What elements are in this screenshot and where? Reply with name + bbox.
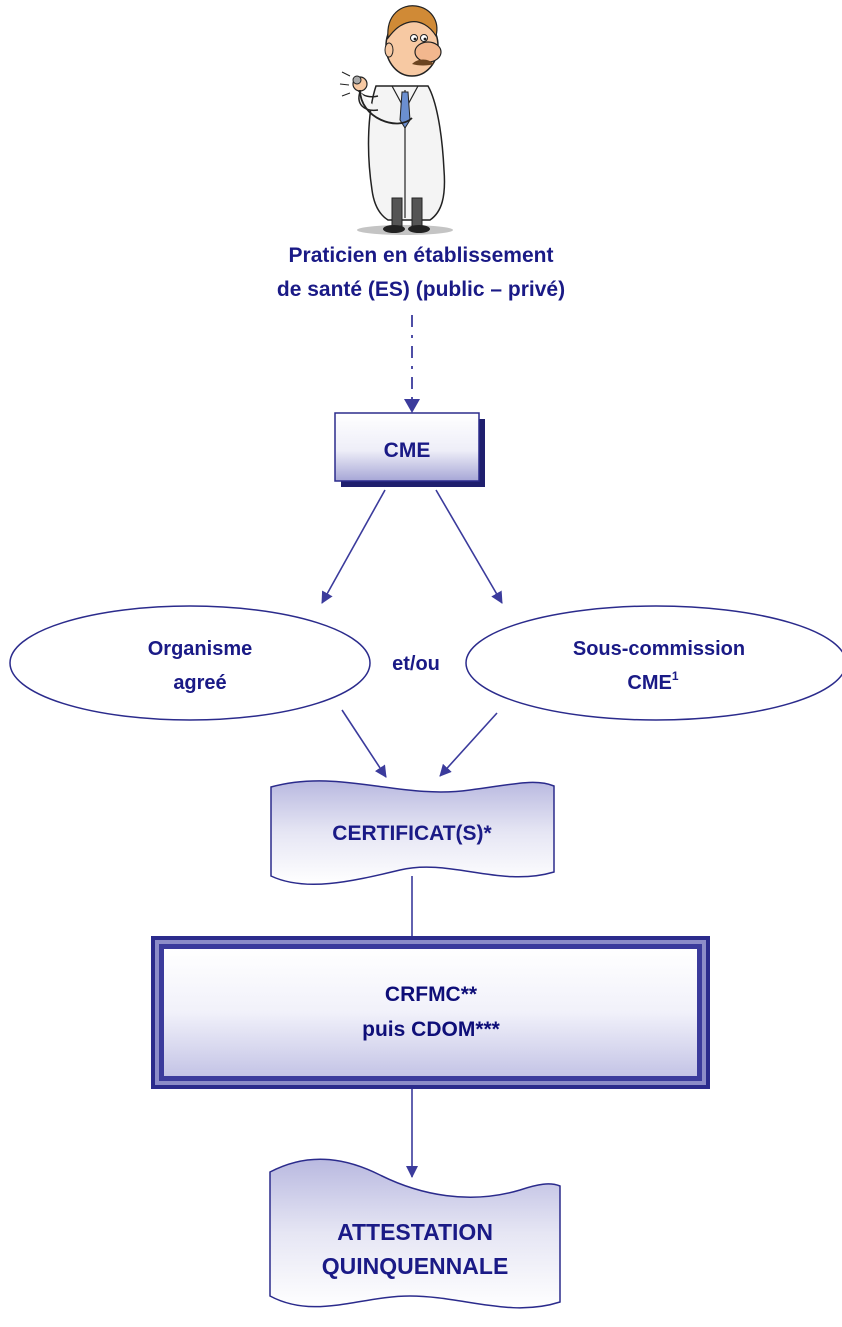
crfmc-label-line1: CRFMC** [385,983,478,1006]
certificats-document: CERTIFICAT(S)* [270,780,555,885]
cme-label: CME [384,439,431,462]
practitioner-label-line1: Praticien en établissement [289,244,554,267]
practitioner-label-line2: de santé (ES) (public – privé) [277,278,565,301]
footnote-mark: 1 [672,669,679,683]
souscommission-to-certificat-arrow [439,712,498,777]
organisme-label-line2: agreé [173,672,226,694]
cme-to-souscommission-arrow [435,489,503,604]
sous-commission-label-line1: Sous-commission [573,638,745,660]
organisme-ellipse: Organisme agreé [9,605,371,721]
doctor-with-stethoscope-icon [339,5,453,235]
cme-box: CME [334,412,485,487]
sous-commission-ellipse: Sous-commission CME1 [465,605,842,721]
cme-to-organisme-arrow [321,489,386,604]
crfmc-label-line2: puis CDOM*** [362,1018,501,1041]
crfmc-box: CRFMC** puis CDOM*** [151,936,710,1089]
attestation-label-line1: ATTESTATION [337,1219,493,1245]
et-ou-label: et/ou [392,653,440,675]
organisme-label-line1: Organisme [148,638,252,660]
attestation-document: ATTESTATION QUINQUENNALE [269,1158,561,1309]
organisme-to-certificat-arrow [341,709,387,778]
practitioner-to-cme-arrowhead [404,399,420,413]
sous-commission-label-line2: CME1 [627,669,678,694]
certificats-label: CERTIFICAT(S)* [332,822,492,845]
attestation-label-line2: QUINQUENNALE [322,1253,509,1279]
